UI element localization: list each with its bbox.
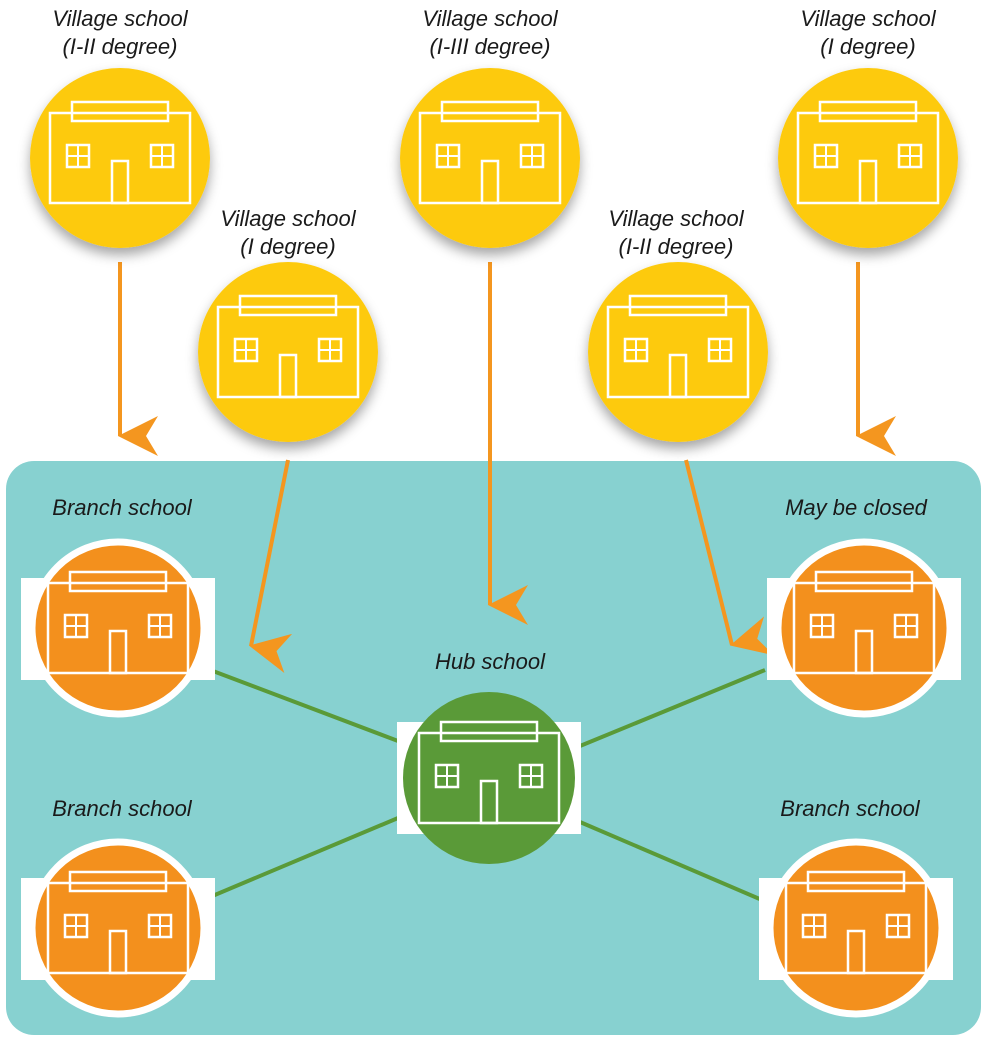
branch-school-node — [759, 838, 953, 1018]
link-line — [579, 668, 766, 748]
village-school-degree: (I degree) — [820, 34, 916, 59]
village-school-label: Village school (I-II degree) — [10, 5, 230, 61]
village-school-node — [198, 262, 378, 442]
village-arrows — [118, 262, 896, 674]
village-school-label: Village school (I degree) — [758, 5, 978, 61]
village-school-degree: (I-II degree) — [62, 34, 178, 59]
village-school-node — [778, 68, 958, 248]
village-school-node — [400, 68, 580, 248]
branch-school-label: Branch school — [52, 796, 192, 821]
village-school-node — [588, 262, 768, 442]
branch-school-label: Branch school — [780, 796, 920, 821]
branch-school-nodes — [21, 538, 961, 1018]
village-school-name: Village school — [220, 206, 356, 231]
arrow — [684, 459, 774, 656]
hub-school-node — [397, 692, 581, 864]
village-school-node — [30, 68, 210, 248]
village-school-degree: (I-II degree) — [618, 234, 734, 259]
arrow — [249, 459, 293, 674]
village-school-name: Village school — [422, 6, 558, 31]
village-school-label: Village school (I-II degree) — [566, 205, 786, 261]
village-school-name: Village school — [52, 6, 188, 31]
village-school-degree: (I degree) — [240, 234, 336, 259]
link-line — [204, 666, 399, 743]
link-line — [209, 816, 399, 899]
village-school-degree: (I-III degree) — [429, 34, 551, 59]
hub-branch-links — [204, 666, 766, 902]
village-school-label: Village school (I degree) — [178, 205, 398, 261]
village-school-nodes — [30, 68, 958, 442]
hub-school-label: Hub school — [434, 649, 546, 674]
branch-school-node — [767, 538, 961, 718]
branch-school-node — [21, 838, 215, 1018]
branch-school-label: Branch school — [52, 495, 192, 520]
village-school-label: Village school (I-III degree) — [380, 5, 600, 61]
village-school-name: Village school — [608, 206, 744, 231]
branch-school-label: May be closed — [785, 495, 927, 520]
village-school-name: Village school — [800, 6, 936, 31]
link-line — [579, 820, 763, 902]
branch-school-node — [21, 538, 215, 718]
